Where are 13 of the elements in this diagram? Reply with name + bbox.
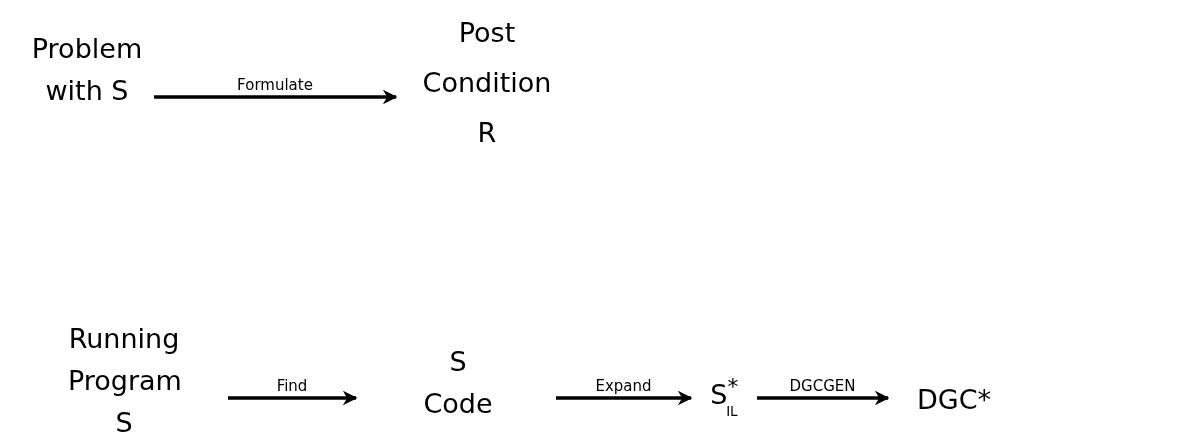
node-label: Post Condition R (421, 16, 553, 150)
node-label: Problem with S (30, 32, 144, 108)
node-label: S Code (422, 345, 494, 421)
edge-label: Expand (595, 377, 652, 395)
node-label: DGC* (915, 383, 993, 417)
arrow (757, 390, 890, 406)
edge-label: Find (276, 377, 308, 395)
edge-label: DGCGEN (789, 377, 856, 395)
node-label: Running Program S (67, 322, 183, 440)
arrow (228, 390, 358, 406)
arrow (154, 89, 398, 105)
arrow (556, 390, 693, 406)
edge-label: Formulate (237, 76, 313, 94)
